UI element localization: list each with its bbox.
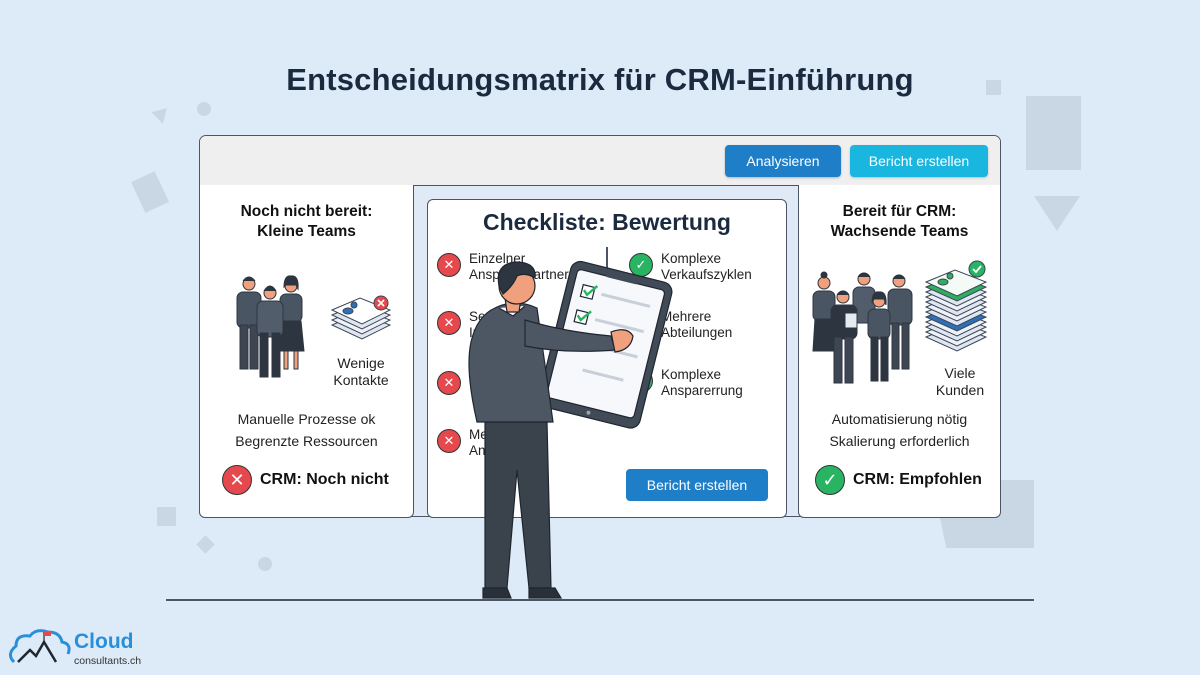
item-line-1: Me — [469, 427, 488, 442]
many-customers-icon — [924, 260, 988, 352]
app-window: Analysieren Bericht erstellen Noch nicht… — [199, 135, 1001, 518]
item-line-2: Ansparerrung — [661, 383, 743, 398]
analyze-button[interactable]: Analysieren — [725, 145, 841, 177]
checklist-heading: Checkliste: Bewertung — [483, 209, 731, 235]
brand-logo[interactable]: Cloud consultants.ch — [8, 628, 148, 668]
few-contacts-icon — [330, 295, 392, 340]
heading-line-2: Wachsende Teams — [830, 223, 969, 240]
few-contacts-caption: Wenige Kontakte — [328, 355, 394, 389]
item-line-2: Abteilungen — [661, 325, 733, 340]
decor-small-square — [986, 80, 1001, 95]
x-circle-icon: ✕ — [437, 429, 461, 453]
page-title: Entscheidungsmatrix für CRM-Einführung — [286, 62, 914, 97]
info-automation-needed: Automatisierung nötig — [831, 411, 968, 427]
caption-line-2: Kontakte — [333, 372, 389, 388]
decor-triangle — [151, 108, 171, 126]
not-ready-info: Manuelle Prozesse ok Begrenzte Ressource… — [200, 408, 413, 452]
decor-circle-bottom — [258, 557, 272, 571]
decor-down-triangle — [1034, 196, 1080, 231]
ground-line — [166, 599, 1034, 601]
x-circle-icon: ✕ — [222, 465, 252, 495]
person-with-tablet-illustration — [468, 260, 673, 599]
logo-name: Cloud — [74, 630, 134, 653]
toolbar: Analysieren Bericht erstellen — [200, 136, 1000, 186]
ready-heading: Bereit für CRM: Wachsende Teams — [799, 202, 1000, 242]
x-circle-icon: ✕ — [437, 371, 461, 395]
decor-circle — [197, 102, 211, 116]
decor-tilted-square — [131, 171, 169, 213]
small-team-icon — [236, 275, 305, 378]
not-ready-heading: Noch nicht bereit: Kleine Teams — [200, 202, 413, 242]
verdict-label: CRM: Empfohlen — [853, 471, 982, 488]
item-line-1: Mehrere — [661, 309, 712, 324]
info-scaling-required: Skalierung erforderlich — [829, 433, 970, 449]
x-circle-icon: ✕ — [437, 253, 461, 277]
verdict-label: CRM: Noch nicht — [260, 471, 389, 488]
check-circle-icon: ✓ — [815, 465, 845, 495]
x-circle-icon: ✕ — [437, 311, 461, 335]
info-limited-resources: Begrenzte Ressourcen — [235, 433, 378, 449]
ready-verdict: ✓ CRM: Empfohlen — [815, 465, 982, 495]
caption-line-2: Kunden — [935, 382, 985, 398]
decor-square-bottom-left — [157, 507, 176, 526]
many-customers-caption: Viele Kunden — [927, 365, 993, 399]
decor-rect — [1026, 96, 1081, 170]
item-line-2: Verkaufszyklen — [661, 267, 752, 282]
heading-line-2: Kleine Teams — [257, 223, 356, 240]
growing-team-icon — [812, 271, 913, 384]
item-line-1: Komplexe — [661, 251, 722, 266]
item-line-1: Komplexe — [661, 367, 722, 382]
cloud-mountain-logo-icon — [9, 629, 71, 664]
heading-line-1: Bereit für CRM: — [842, 203, 957, 220]
logo-domain: consultants.ch — [74, 655, 142, 667]
not-ready-verdict: ✕ CRM: Noch nicht — [222, 465, 389, 495]
ready-info: Automatisierung nötig Skalierung erforde… — [799, 408, 1000, 452]
checklist-report-button[interactable]: Bericht erstellen — [626, 469, 768, 501]
ready-panel: Bereit für CRM: Wachsende Teams — [798, 185, 1001, 518]
decor-diamond — [196, 535, 215, 554]
info-manual-processes: Manuelle Prozesse ok — [237, 411, 376, 427]
heading-line-1: Noch nicht bereit: — [240, 203, 373, 220]
not-ready-panel: Noch nicht bereit: Kleine Teams — [199, 185, 414, 518]
caption-line-1: Viele — [944, 365, 976, 381]
caption-line-1: Wenige — [337, 355, 385, 371]
create-report-button[interactable]: Bericht erstellen — [850, 145, 988, 177]
